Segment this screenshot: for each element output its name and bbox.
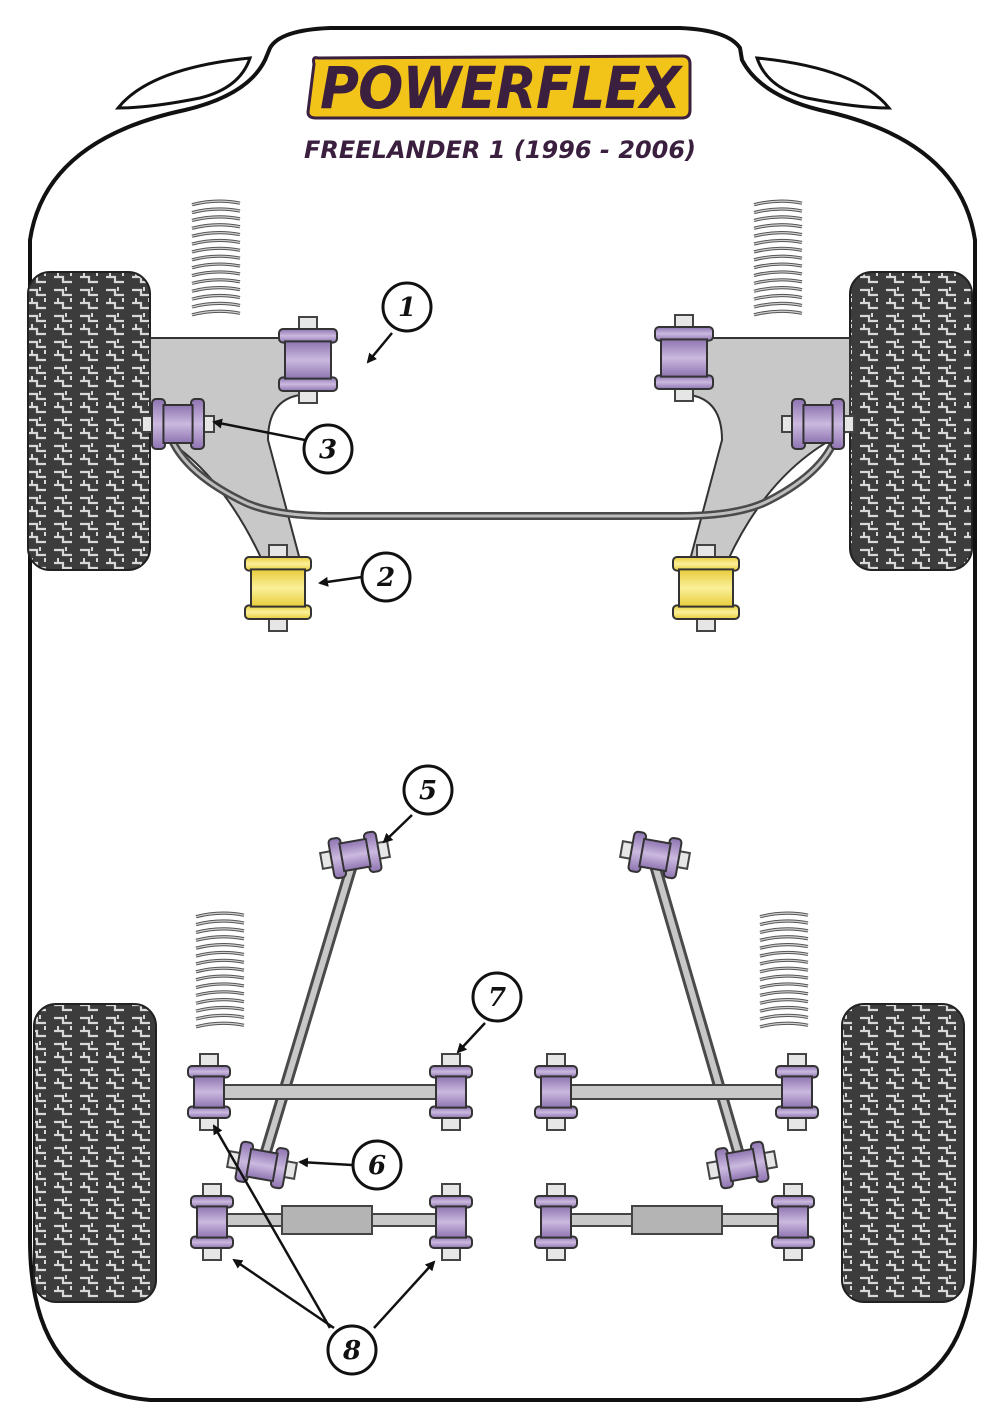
svg-text:5: 5 xyxy=(419,776,437,806)
rear-upper-lateral-link-left xyxy=(204,1084,456,1100)
svg-text:7: 7 xyxy=(488,983,506,1013)
rear-lower-lateral-link-left xyxy=(209,1205,456,1235)
front-spring-left xyxy=(191,199,241,317)
rear-lower-link-outer-bush-right xyxy=(771,1183,815,1261)
front-anti-roll-bar-bush-right xyxy=(781,398,855,450)
rear-upper-link-outer-bush-right xyxy=(775,1053,819,1131)
rear-upper-lateral-link-right xyxy=(551,1084,801,1100)
rear-spring-left xyxy=(195,911,245,1029)
svg-text:6: 6 xyxy=(368,1151,386,1181)
tyre-rear-left xyxy=(33,1003,157,1303)
rear-upper-link-inner-bush-right xyxy=(534,1053,578,1131)
tyre-front-right xyxy=(849,271,973,571)
rear-upper-link-outer-bush-left xyxy=(187,1053,231,1131)
model-subtitle: FREELANDER 1 (1996 - 2006) xyxy=(304,136,696,164)
rear-spring-right xyxy=(759,911,809,1029)
logo-wordmark: POWERFLEX xyxy=(320,54,684,122)
rear-trailing-link-rear-bush-right xyxy=(705,1140,779,1190)
front-anti-roll-bar-bush-left xyxy=(141,398,215,450)
front-arm-front-bush-left xyxy=(278,316,338,404)
svg-text:1: 1 xyxy=(398,293,416,323)
rear-trailing-link-front-bush-left xyxy=(318,830,392,880)
front-arm-rear-bush-right xyxy=(672,544,740,632)
rear-lower-link-inner-bush-left xyxy=(429,1183,473,1261)
callout-8: 8 xyxy=(326,1324,378,1376)
headlight-right xyxy=(754,56,893,110)
callout-7: 7 xyxy=(471,971,523,1023)
callout-1: 1 xyxy=(381,281,433,333)
callout-3: 3 xyxy=(302,423,354,475)
svg-text:3: 3 xyxy=(319,435,337,465)
svg-text:2: 2 xyxy=(376,563,395,593)
callout-5: 5 xyxy=(402,764,454,816)
svg-text:8: 8 xyxy=(342,1336,361,1366)
rear-upper-link-inner-bush-left xyxy=(429,1053,473,1131)
powerflex-logo: POWERFLEX xyxy=(306,54,692,122)
callout-6: 6 xyxy=(351,1139,403,1191)
rear-lower-link-inner-bush-right xyxy=(534,1183,578,1261)
headlight-left xyxy=(114,56,253,110)
rear-lower-link-outer-bush-left xyxy=(190,1183,234,1261)
callout-2: 2 xyxy=(360,551,412,603)
front-arm-rear-bush-left xyxy=(244,544,312,632)
tyre-rear-right xyxy=(841,1003,965,1303)
front-arm-front-bush-right xyxy=(654,314,714,402)
callout-arrows xyxy=(212,332,486,1330)
tyre-front-left xyxy=(27,271,151,571)
rear-trailing-link-front-bush-right xyxy=(618,830,692,880)
car-body-outline xyxy=(28,26,977,1402)
rear-lower-lateral-link-right xyxy=(551,1205,798,1235)
front-spring-right xyxy=(753,199,803,317)
